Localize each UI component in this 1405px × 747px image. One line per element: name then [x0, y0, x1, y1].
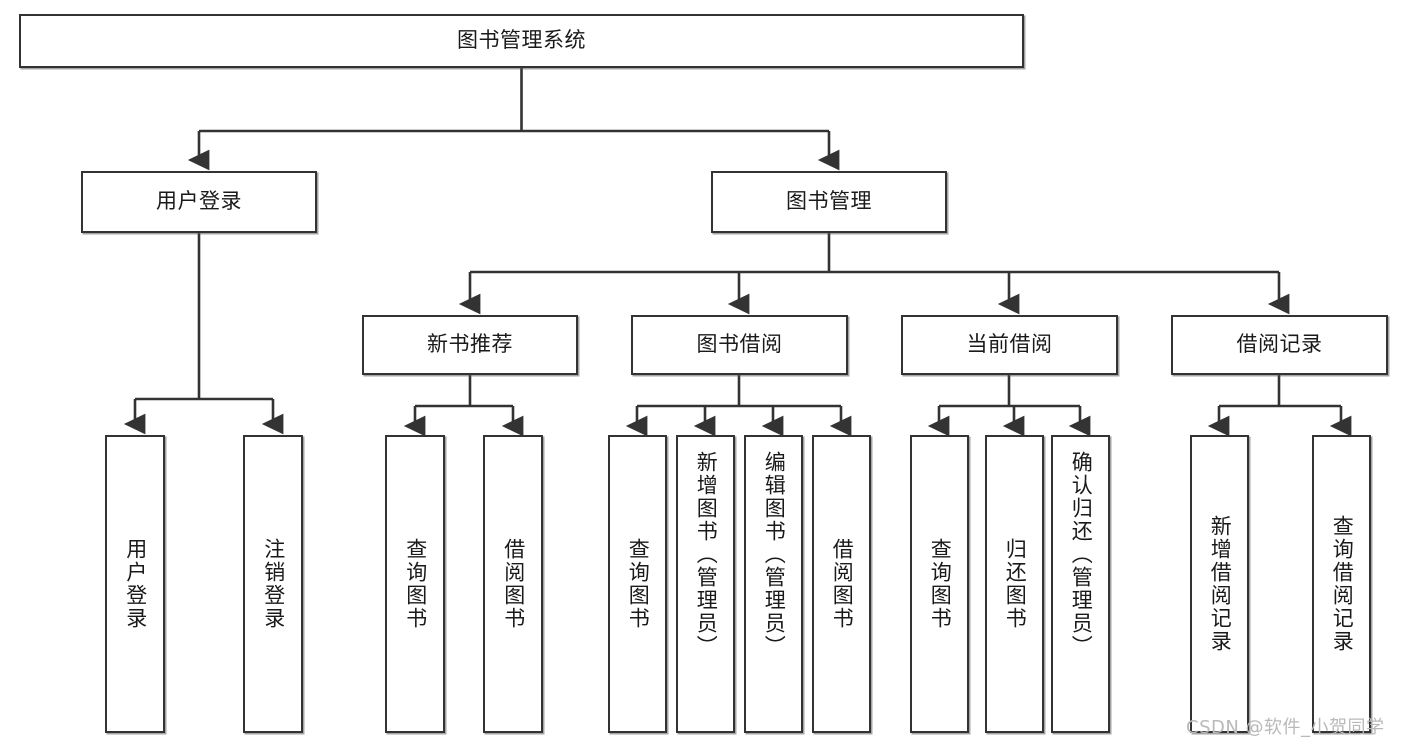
node-borrow-record[interactable]: 借阅记录 — [1171, 315, 1388, 375]
node-leaf-current-confirm-return-admin[interactable]: 确认归还（管理员） — [1051, 435, 1110, 733]
node-label: 图书借阅 — [696, 332, 783, 357]
node-label: 查询图书 — [403, 538, 428, 630]
node-leaf-recommend-query-book[interactable]: 查询图书 — [385, 435, 445, 733]
node-root-system[interactable]: 图书管理系统 — [19, 14, 1024, 68]
node-label: 图书管理系统 — [457, 28, 586, 53]
node-label: 图书管理 — [786, 189, 872, 214]
node-label: 查询借阅记录 — [1330, 515, 1355, 653]
node-label: 编辑图书（管理员） — [762, 451, 787, 658]
node-label: 借阅图书 — [830, 538, 855, 630]
node-leaf-borrow-query-book[interactable]: 查询图书 — [608, 435, 667, 733]
node-label: 新增图书（管理员） — [694, 451, 719, 658]
node-book-manage[interactable]: 图书管理 — [711, 171, 947, 233]
node-label: 用户登录 — [156, 189, 242, 214]
node-book-borrow[interactable]: 图书借阅 — [631, 315, 848, 375]
node-leaf-borrow-lend-book[interactable]: 借阅图书 — [812, 435, 871, 733]
node-leaf-record-query[interactable]: 查询借阅记录 — [1312, 435, 1371, 733]
node-label: 查询图书 — [928, 538, 953, 630]
node-user-login[interactable]: 用户登录 — [81, 171, 317, 233]
node-label: 借阅记录 — [1236, 332, 1323, 357]
node-leaf-current-query-book[interactable]: 查询图书 — [910, 435, 969, 733]
node-label: 查询图书 — [626, 538, 651, 630]
node-label: 归还图书 — [1003, 538, 1028, 630]
node-label: 确认归还（管理员） — [1069, 451, 1094, 658]
node-label: 注销登录 — [261, 538, 286, 630]
node-leaf-user-logout[interactable]: 注销登录 — [243, 435, 303, 733]
node-leaf-current-return-book[interactable]: 归还图书 — [985, 435, 1044, 733]
node-label: 当前借阅 — [966, 332, 1053, 357]
node-current-borrow[interactable]: 当前借阅 — [901, 315, 1118, 375]
watermark-text: CSDN @软件_小贺同学 — [1186, 717, 1385, 738]
node-leaf-borrow-add-book-admin[interactable]: 新增图书（管理员） — [676, 435, 735, 733]
node-leaf-user-login[interactable]: 用户登录 — [105, 435, 165, 733]
node-new-book-recommend[interactable]: 新书推荐 — [362, 315, 578, 375]
node-label: 新增借阅记录 — [1208, 515, 1233, 653]
node-label: 新书推荐 — [427, 332, 513, 357]
node-leaf-record-add[interactable]: 新增借阅记录 — [1190, 435, 1249, 733]
node-label: 用户登录 — [123, 538, 148, 630]
node-leaf-recommend-borrow-book[interactable]: 借阅图书 — [483, 435, 543, 733]
node-leaf-borrow-edit-book-admin[interactable]: 编辑图书（管理员） — [744, 435, 803, 733]
node-label: 借阅图书 — [501, 538, 526, 630]
